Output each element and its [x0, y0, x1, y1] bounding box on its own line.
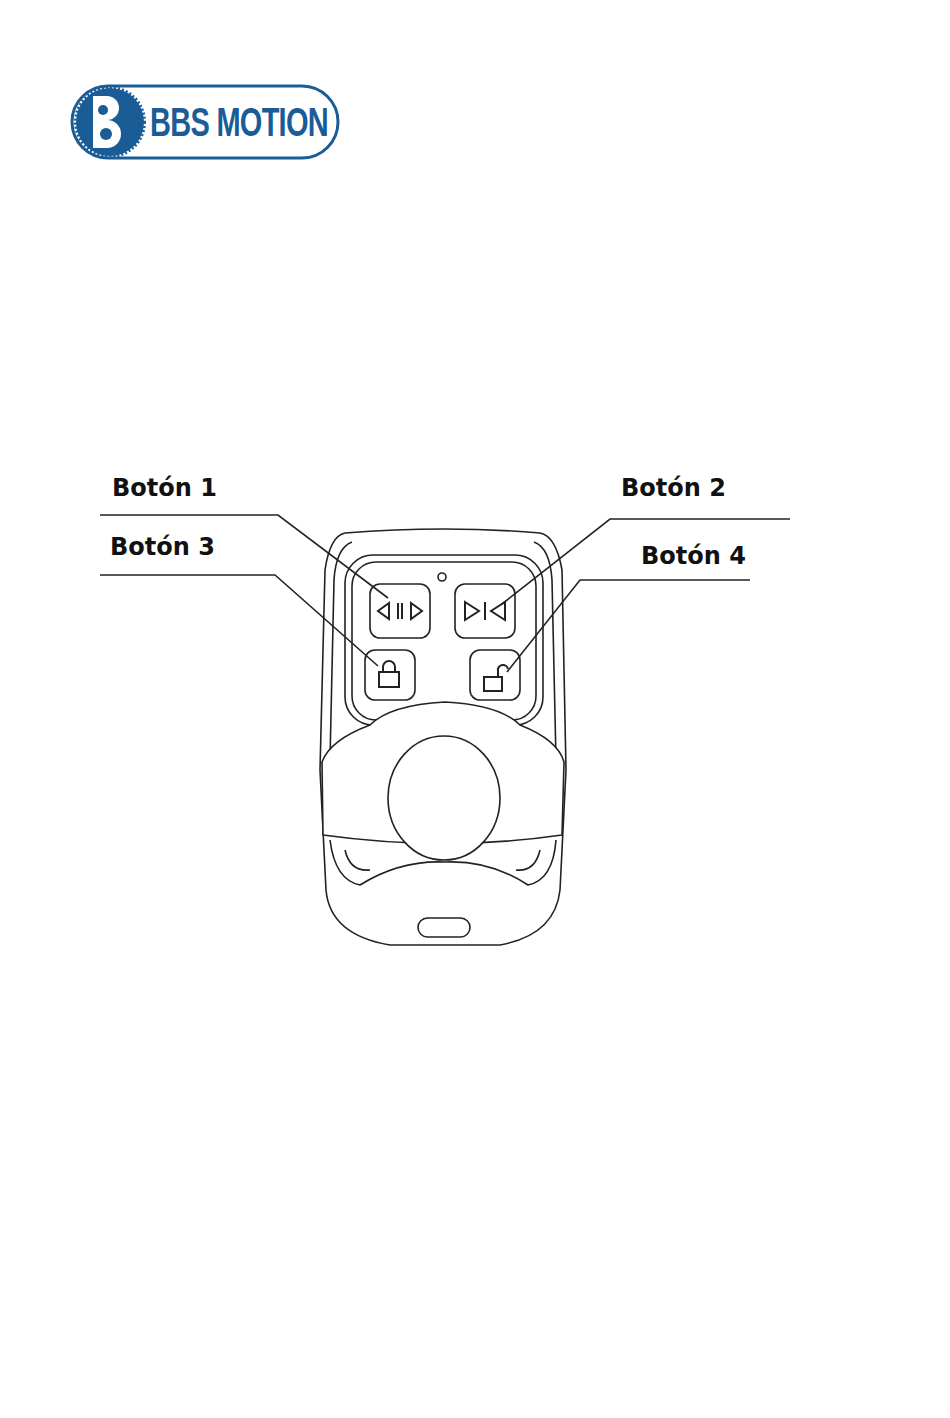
callout-label: Botón 3	[110, 533, 215, 561]
callout-label: Botón 2	[621, 474, 726, 502]
callout-label: Botón 4	[641, 542, 746, 570]
logo-text: BBS MOTION	[150, 100, 328, 145]
callout-label: Botón 1	[112, 474, 217, 502]
brand-logo: BBS MOTION	[150, 96, 332, 148]
